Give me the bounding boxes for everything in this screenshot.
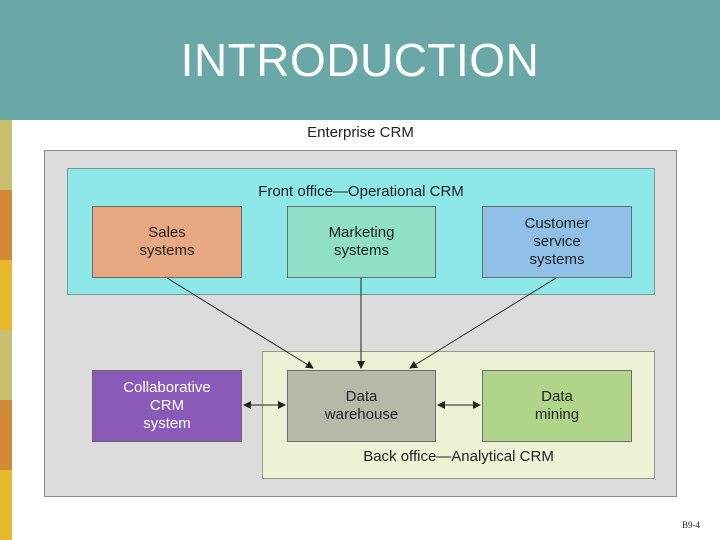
customer-service-systems-box: Customer service systems [482, 206, 632, 278]
sidebar-stripe [0, 120, 12, 190]
sidebar-stripe [0, 190, 12, 260]
sidebar-stripes [0, 120, 12, 540]
sales-systems-box: Sales systems [92, 206, 242, 278]
marketing-systems-box: Marketing systems [287, 206, 436, 278]
front-office-label: Front office—Operational CRM [258, 183, 464, 200]
back-office-label: Back office—Analytical CRM [363, 448, 554, 465]
collaborative-crm-box: Collaborative CRM system [92, 370, 242, 442]
sidebar-stripe [0, 400, 12, 470]
page-number: B9-4 [682, 520, 700, 530]
slide-title: INTRODUCTION [180, 34, 540, 86]
slide-header: INTRODUCTION [0, 0, 720, 120]
sidebar-stripe [0, 260, 12, 330]
sidebar-stripe [0, 330, 12, 400]
diagram-title: Enterprise CRM [307, 124, 414, 141]
data-mining-box: Data mining [482, 370, 632, 442]
data-warehouse-box: Data warehouse [287, 370, 436, 442]
sidebar-stripe [0, 470, 12, 540]
